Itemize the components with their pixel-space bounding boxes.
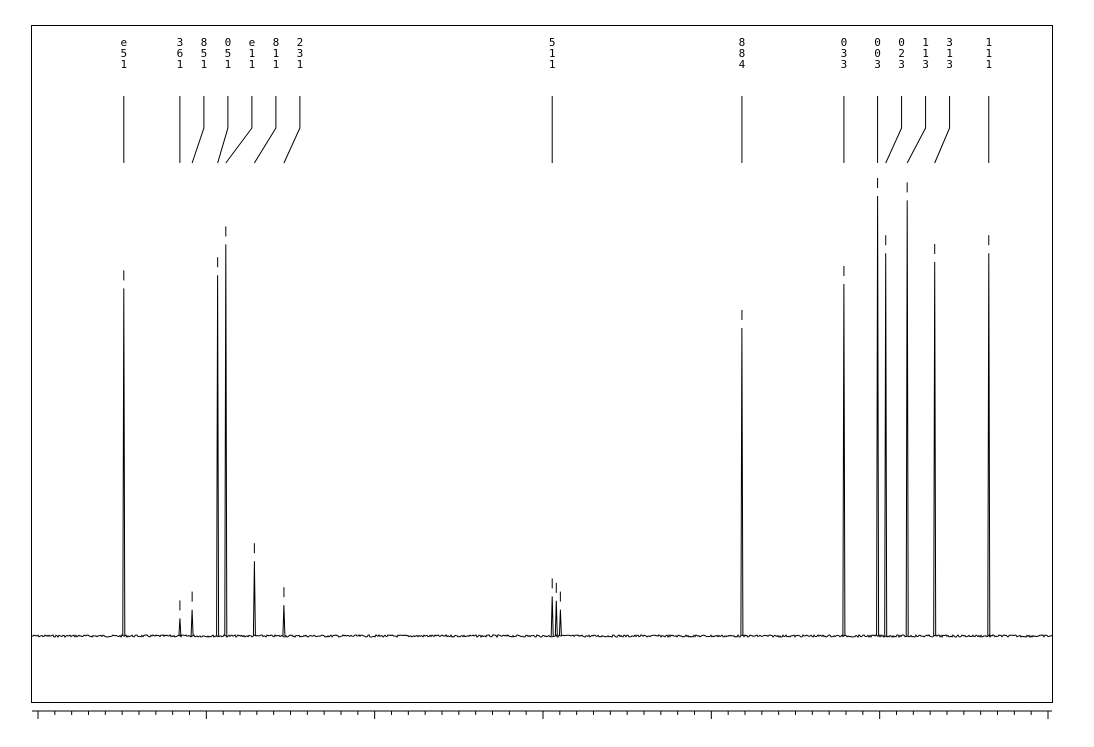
peak-label: 1 <box>225 58 232 71</box>
peak-label: 1 <box>297 58 304 71</box>
label-connector <box>225 96 253 164</box>
peak-label: 1 <box>273 47 280 60</box>
peak-label: 3 <box>946 36 953 49</box>
peak-label: 5 <box>201 47 208 60</box>
label-connector <box>217 96 229 164</box>
peak-label: e <box>249 36 256 49</box>
peak-label: 1 <box>273 58 280 71</box>
peak-label: 3 <box>841 58 848 71</box>
peak-label: 1 <box>201 58 208 71</box>
label-connector <box>253 96 277 164</box>
peak-label: 1 <box>120 58 127 71</box>
peak-label: 1 <box>549 58 556 71</box>
peak-label: 8 <box>739 36 746 49</box>
peak-label: 0 <box>898 36 905 49</box>
peak-label: 1 <box>249 58 256 71</box>
peak-label: 5 <box>225 47 232 60</box>
peak-label: 1 <box>985 47 992 60</box>
peak-label: 1 <box>922 36 929 49</box>
peak-label: 1 <box>549 47 556 60</box>
peak-label: 1 <box>922 47 929 60</box>
label-connector <box>191 96 205 164</box>
peak-labels: e51361851051e118112315118840330030231133… <box>120 36 992 71</box>
peak-label: 6 <box>177 47 184 60</box>
label-connector <box>934 96 951 164</box>
peak-markers <box>123 178 990 611</box>
label-connector <box>906 96 927 164</box>
peak-label: 3 <box>297 47 304 60</box>
peak-label: 5 <box>120 47 127 60</box>
spectrum-trace <box>31 195 1053 639</box>
peak-label: 0 <box>841 36 848 49</box>
plot-frame <box>31 25 1053 703</box>
peak-label: 3 <box>177 36 184 49</box>
peak-label: 1 <box>985 36 992 49</box>
peak-label: 1 <box>985 58 992 71</box>
peak-label: 3 <box>898 58 905 71</box>
label-connector <box>283 96 301 164</box>
peak-label: 3 <box>922 58 929 71</box>
x-axis <box>32 710 1052 719</box>
peak-label: e <box>120 36 127 49</box>
peak-label: 0 <box>225 36 232 49</box>
label-connector <box>885 96 903 164</box>
peak-label: 3 <box>841 47 848 60</box>
peak-label: 4 <box>739 58 746 71</box>
peak-label: 2 <box>898 47 905 60</box>
peak-label: 1 <box>946 47 953 60</box>
peak-label: 8 <box>739 47 746 60</box>
peak-label: 8 <box>201 36 208 49</box>
peak-label: 0 <box>874 47 881 60</box>
peak-label: 1 <box>249 47 256 60</box>
peak-label: 2 <box>297 36 304 49</box>
label-connectors <box>123 96 990 164</box>
peak-label: 3 <box>946 58 953 71</box>
peak-label: 8 <box>273 36 280 49</box>
peak-label: 0 <box>874 36 881 49</box>
peak-label: 5 <box>549 36 556 49</box>
peak-label: 3 <box>874 58 881 71</box>
peak-label: 1 <box>177 58 184 71</box>
